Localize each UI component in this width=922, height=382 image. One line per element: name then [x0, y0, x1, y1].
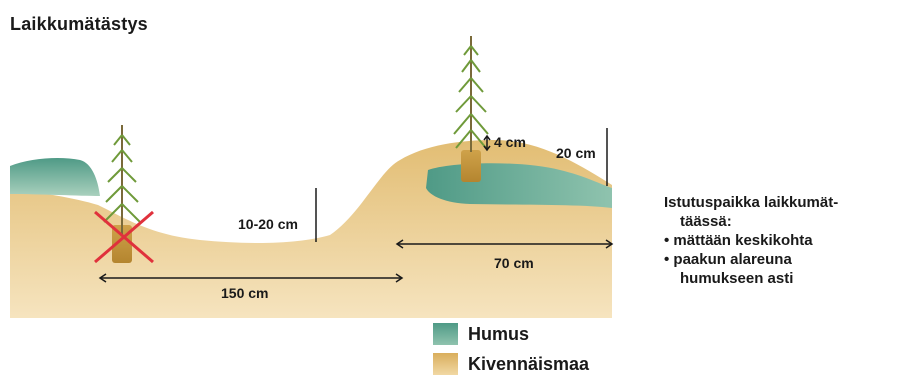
- mineral-soil-swatch: [433, 353, 458, 375]
- planting-instructions: Istutuspaikka laikkumät- täässä: • mättä…: [664, 193, 838, 288]
- legend: Humus Kivennäismaa: [433, 322, 589, 382]
- planting-depth-label: 4 cm: [494, 134, 526, 150]
- mound-height-label: 20 cm: [556, 145, 596, 161]
- depth-label: 10-20 cm: [238, 216, 298, 232]
- note-heading-line2: täässä:: [664, 212, 838, 231]
- legend-item-mineral-soil: Kivennäismaa: [433, 352, 589, 376]
- legend-item-humus: Humus: [433, 322, 589, 346]
- legend-label-mineral-soil: Kivennäismaa: [468, 354, 589, 375]
- note-heading-line1: Istutuspaikka laikkumät-: [664, 193, 838, 212]
- legend-label-humus: Humus: [468, 324, 529, 345]
- width-right-label: 70 cm: [494, 255, 534, 271]
- note-bullet-2a: • paakun alareuna: [664, 250, 838, 269]
- humus-layer-left: [10, 158, 100, 196]
- humus-swatch: [433, 323, 458, 345]
- width-left-label: 150 cm: [221, 285, 268, 301]
- note-bullet-2b: humukseen asti: [664, 269, 838, 288]
- note-bullet-1: • mättään keskikohta: [664, 231, 838, 250]
